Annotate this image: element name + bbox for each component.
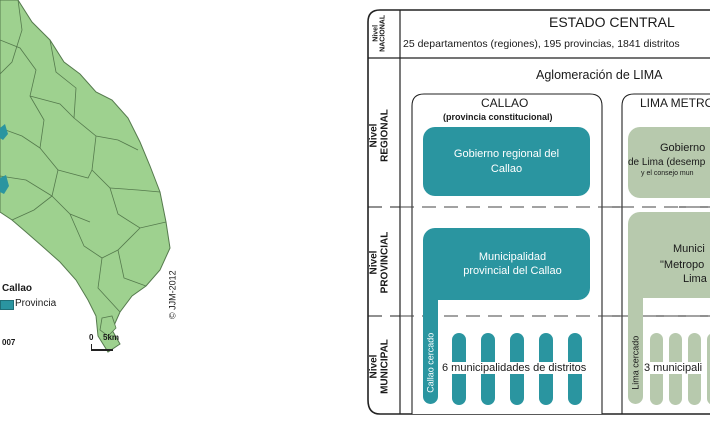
coast-islands (99, 315, 117, 337)
peru-map (0, 0, 171, 353)
map-credit: © JJM-2012 (167, 270, 178, 320)
callao-title: CALLAO (481, 96, 529, 110)
lima-regional-line2: de Lima (desemp (628, 157, 706, 168)
callao-cercado-bar (423, 296, 438, 404)
callao-provincial-municipality-box: Municipalidad provincial del Callao (423, 228, 590, 300)
scale-bar-tick (91, 344, 92, 350)
lima-regional-line3: y el consejo mun (641, 170, 694, 177)
map-legend-item: Provincia (15, 298, 57, 309)
callao-province-shapes (0, 124, 9, 194)
lima-provincial-municipality-box (628, 212, 710, 298)
lima-cercado-label: Lima cercado (630, 335, 641, 390)
header-subtitle: 25 departamentos (regiones), 195 provinc… (403, 38, 680, 50)
scale-unit: 5km (103, 333, 120, 342)
map-legend-swatch (0, 300, 14, 310)
callao-subtitle: (provincia constitucional) (443, 112, 553, 122)
map-land (0, 0, 171, 353)
agglomeration-title: Aglomeración de LIMA (536, 68, 663, 82)
lima-provincial-line1: Munici (673, 243, 705, 255)
lima-regional-line1: Gobierno (660, 142, 706, 154)
lima-districts-label: 3 municipali (643, 362, 704, 374)
lima-title: LIMA METRO (640, 96, 710, 110)
callao-regional-government-box: Gobierno regional del Callao (423, 127, 590, 196)
callao-cercado-label: Callao cercado (425, 332, 436, 393)
lima-regional-government-box (628, 127, 710, 198)
header-title: ESTADO CENTRAL (549, 14, 675, 30)
lima-provincial-line3: Lima (683, 273, 707, 285)
scale-bar (91, 349, 113, 351)
scale-zero: 0 (89, 333, 94, 342)
lima-cercado-bar (628, 296, 643, 404)
lima-provincial-line2: "Metropo (660, 259, 705, 271)
map-legend-title: Callao (2, 283, 33, 294)
callao-districts-label: 6 municipalidades de distritos (441, 362, 588, 374)
map-year: 007 (2, 338, 16, 347)
